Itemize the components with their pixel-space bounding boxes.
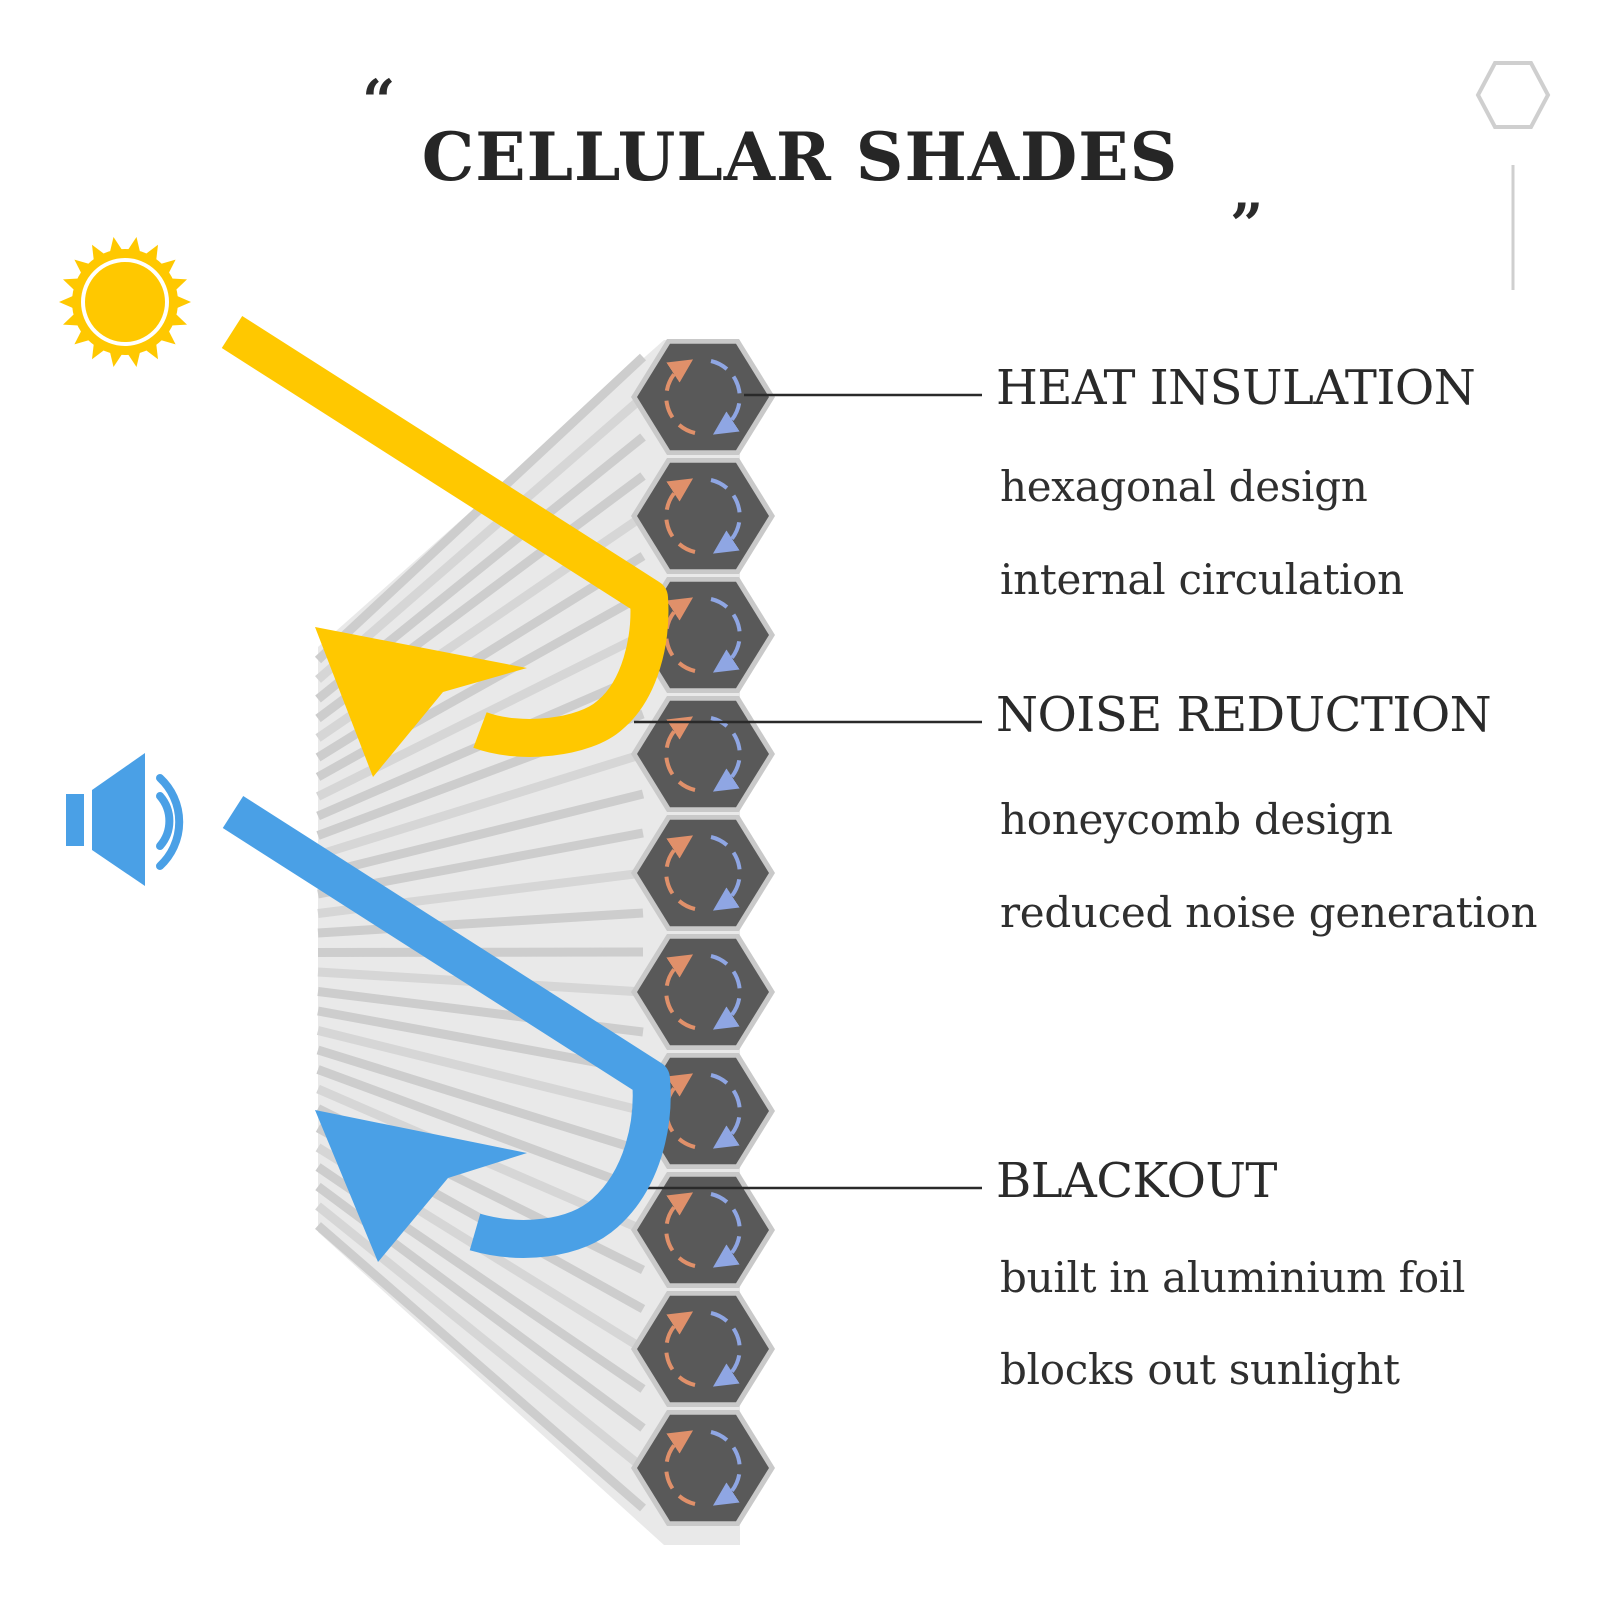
hex-cell	[631, 1291, 775, 1407]
feature-line: hexagonal design	[1000, 462, 1368, 511]
hexagon-icon	[1475, 61, 1551, 129]
hex-cell	[631, 458, 775, 574]
feature-line: internal circulation	[1000, 555, 1404, 604]
heat-arrow	[221, 315, 669, 777]
close-quote: ”	[1230, 191, 1264, 259]
pleat-line	[316, 789, 645, 879]
pleat-line	[315, 393, 646, 683]
hex-cell	[631, 1172, 775, 1288]
sun-ray	[160, 259, 176, 274]
feature-heading-blackout: BLACKOUT	[996, 1153, 1277, 1209]
hex-cell	[631, 577, 775, 693]
sun-ray	[109, 351, 123, 367]
feature-line: honeycomb design	[1000, 795, 1393, 844]
sun-ray	[92, 343, 105, 360]
feature-line: reduced noise generation	[1000, 888, 1538, 937]
pleat-line	[317, 908, 644, 938]
open-quote: “	[362, 67, 396, 135]
hex-cell	[631, 815, 775, 931]
sun-ray	[160, 330, 176, 345]
pleat-line	[316, 1065, 645, 1195]
feature-line: blocks out sunlight	[1000, 1345, 1400, 1394]
sun-ray	[127, 237, 141, 253]
feature-heading-noise: NOISE REDUCTION	[996, 687, 1492, 743]
hex-cell	[631, 934, 775, 1050]
sun-ray	[109, 237, 123, 253]
sun-ray	[59, 295, 74, 309]
sun-ray	[92, 244, 105, 261]
hex-cell	[631, 1410, 775, 1526]
speaker-icon	[66, 753, 184, 886]
sun-icon	[59, 237, 191, 367]
sun-ray	[74, 330, 90, 345]
feature-heading-heat: HEAT INSULATION	[996, 360, 1476, 416]
pleat-line	[315, 1222, 646, 1512]
sun-ray	[145, 343, 158, 360]
pleat-line	[316, 1026, 645, 1116]
page-title: CELLULAR SHADES	[421, 118, 1179, 196]
feature-line: built in aluminium foil	[1000, 1253, 1466, 1302]
sun-ray	[145, 244, 158, 261]
hex-cell	[631, 696, 775, 812]
sound-arrow	[222, 795, 671, 1262]
sun-ray	[127, 351, 141, 367]
pleat-line	[315, 1202, 646, 1472]
sun-ray	[74, 259, 90, 274]
sun-ray	[176, 295, 191, 309]
connector-lines	[634, 393, 982, 1190]
hex-cell	[631, 339, 775, 455]
pleat-line	[316, 1045, 645, 1156]
pleat-line	[316, 749, 645, 860]
